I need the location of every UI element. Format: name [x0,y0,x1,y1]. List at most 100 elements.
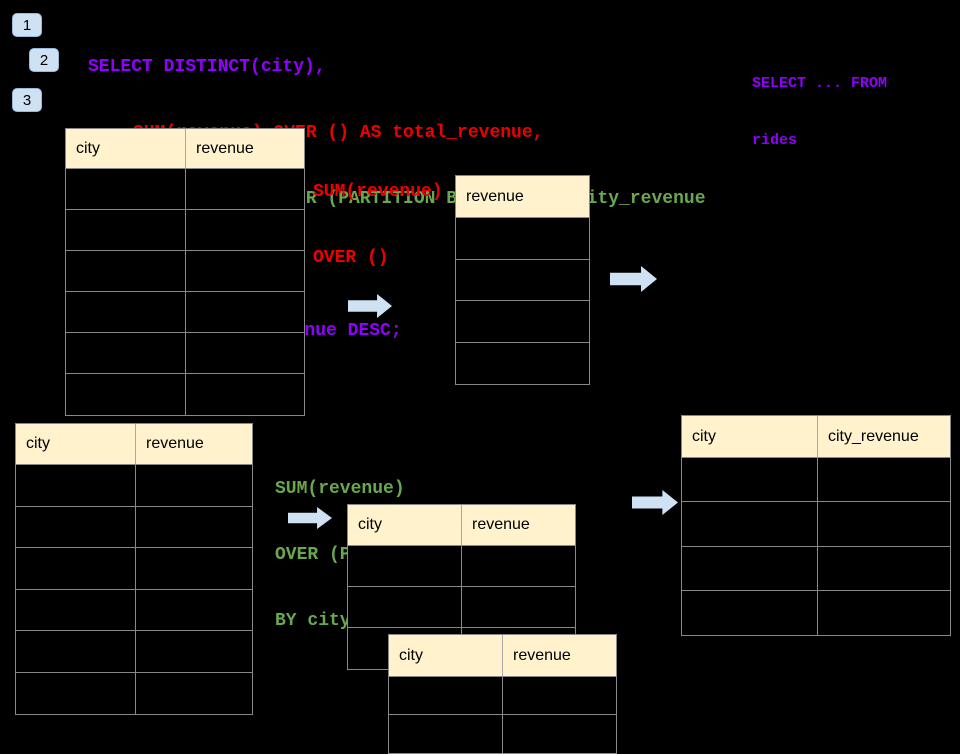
table-cell [136,590,252,631]
table-header-row: city revenue [389,635,616,677]
column-header-city: city [66,129,186,168]
column-header-revenue: revenue [196,139,254,157]
table-body [66,169,304,415]
table-cell [818,547,950,590]
table-row [348,546,575,587]
from-rides-note-line2: rides [752,132,798,149]
table-cell [66,374,186,415]
table-cell [348,587,462,627]
total-revenue-note: SUM(revenue) OVER () [313,137,443,313]
table-cell [136,548,252,589]
table-city-revenue-result: city city_revenue [681,415,951,636]
table-header-row: city revenue [66,129,304,169]
table-row [389,677,616,715]
table-cell [16,465,136,506]
column-header-city: city [682,416,818,457]
table-row [66,251,304,292]
table-cell [818,458,950,501]
table-cell [462,587,575,627]
table-cell [682,502,818,546]
table-header-row: city revenue [16,424,252,465]
flow-arrow-to-result-table [632,490,678,515]
table-cell [16,506,136,547]
step-badge-1: 1 [12,13,42,37]
table-cell [186,169,304,209]
table-body [389,677,616,753]
from-rides-note: SELECT ... FROM rides [752,36,887,188]
column-header-city: city [16,424,136,464]
table-cell [186,251,304,291]
table-body [16,465,252,714]
table-row [456,301,589,343]
table-cell [348,546,462,586]
table-cell [16,548,136,589]
table-row [66,374,304,415]
total-revenue-note-line2: OVER () [313,248,389,268]
table-cell [456,301,589,342]
table-cell [136,465,252,506]
diagram-canvas: 1 2 3 SELECT DISTINCT(city), SUM(revenue… [12,13,951,754]
column-header-revenue: revenue [146,435,204,452]
table-cell [186,292,304,332]
table-row [682,502,950,547]
table-cell [818,591,950,635]
table-row [16,465,252,507]
table-body [682,458,950,635]
table-cell [186,210,304,250]
step-badge-3: 3 [12,88,42,112]
table-row [66,333,304,374]
table-cell [682,590,818,635]
table-cell [136,631,252,672]
table-cell [682,546,818,590]
table-row [16,506,252,548]
column-header-revenue: revenue [513,646,571,664]
table-row [682,546,950,591]
table-cell [186,333,304,373]
table-cell [462,546,575,586]
column-header-revenue: revenue [466,187,524,205]
table-cell [16,631,136,672]
table-cell [682,458,818,502]
total-revenue-note-line1: SUM(revenue) [313,182,443,202]
step-badge-2: 2 [29,48,59,72]
table-cell [456,343,589,385]
table-partition-overlay: city revenue [388,634,617,754]
table-source-top: city revenue [65,128,305,416]
table-total-revenue-result: revenue [455,175,590,385]
table-row [682,590,950,635]
sql-line-select: SELECT DISTINCT(city), [88,57,326,77]
table-cell [16,672,136,714]
table-cell [503,677,616,714]
column-header-city: city [389,635,503,676]
table-cell [66,210,186,250]
table-cell [456,218,589,259]
table-cell [66,292,186,332]
table-cell [389,677,503,714]
column-header-city-revenue: city_revenue [828,427,919,445]
column-header-revenue: revenue [472,516,530,533]
table-row [66,210,304,251]
table-cell [16,589,136,630]
table-row [456,260,589,301]
table-header-row: city revenue [348,505,575,546]
table-row [389,715,616,753]
slide-canvas: { "colors": { "background": "#000000", "… [12,13,951,754]
table-row [16,589,252,631]
table-row [16,548,252,590]
table-cell [186,374,304,415]
table-row [456,218,589,260]
table-cell [66,333,186,373]
table-header-row: city city_revenue [682,416,950,458]
table-cell [66,251,186,291]
table-cell [503,715,616,753]
table-row [682,458,950,503]
table-row [348,587,575,628]
table-source-bottom: city revenue [15,423,253,715]
table-header-row: revenue [456,176,589,218]
table-row [16,631,252,673]
table-cell [456,260,589,301]
partition-note-line1: SUM(revenue) [275,479,405,499]
table-cell [389,715,503,753]
from-rides-note-line1: SELECT ... FROM [752,75,888,92]
table-cell [136,507,252,548]
